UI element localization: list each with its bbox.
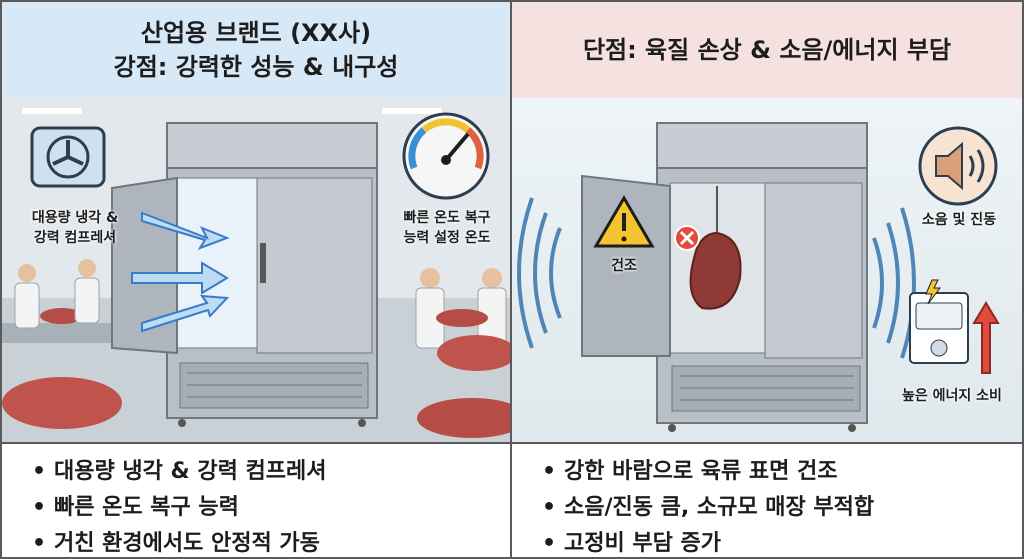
strength-title-line2: 강점: 강력한 성능 & 내구성 [113, 53, 399, 81]
list-item-text: 대용량 냉각 & 강력 컴프레셔 [54, 459, 327, 484]
cross-icon [674, 225, 700, 251]
compressor-fan-icon [30, 126, 106, 188]
gauge-label-line2: 능력 설정 온도 [403, 230, 491, 246]
temperature-gauge-icon [402, 112, 490, 200]
list-item: • 대용량 냉각 & 강력 컴프레셔 [32, 454, 510, 490]
speaker-icon [918, 126, 998, 206]
list-item-text: 강한 바람으로 육류 표면 건조 [564, 459, 838, 484]
bullet-dot: • [32, 495, 47, 520]
weakness-bullet-list: • 강한 바람으로 육류 표면 건조 • 소음/진동 큼, 소규모 매장 부적합 •… [512, 442, 1022, 557]
strength-illustration: 대용량 냉각 & 강력 컴프레셔 빠른 온도 복구 능력 설정 온도 [2, 98, 510, 442]
strength-panel: 산업용 브랜드 (XX사) 강점: 강력한 성능 & 내구성 [0, 0, 512, 559]
compressor-label-line1: 대용량 냉각 & [31, 210, 119, 226]
list-item: • 거친 환경에서도 안정적 가동 [32, 526, 510, 557]
meat-slab-left [2, 377, 122, 429]
worker-right [415, 268, 507, 349]
compressor-label-line2: 강력 컴프레셔 [33, 230, 117, 246]
weakness-header: 단점: 육질 손상 & 소음/에너지 부담 [512, 2, 1022, 100]
bullet-dot: • [32, 459, 47, 484]
energy-label: 높은 에너지 소비 [902, 388, 1002, 404]
arrow-up-icon [972, 301, 1000, 374]
weakness-illustration: 건조 소음 및 진동 높은 에너지 소비 [512, 98, 1022, 442]
bullet-dot: • [542, 531, 557, 556]
list-item-text: 고정비 부담 증가 [564, 531, 721, 556]
list-item: • 소음/진동 큼, 소규모 매장 부적합 [542, 490, 1022, 526]
bullet-dot: • [542, 495, 557, 520]
fridge-problems-illustration [517, 122, 1000, 432]
meat-slab-right [437, 335, 510, 371]
list-item-text: 빠른 온도 복구 능력 [54, 495, 239, 520]
strength-title-line1: 산업용 브랜드 (XX사) [140, 19, 372, 47]
strength-bullet-list: • 대용량 냉각 & 강력 컴프레셔 • 빠른 온도 복구 능력 • 거친 환경에서도… [2, 442, 510, 557]
weakness-title: 단점: 육질 손상 & 소음/에너지 부담 [582, 36, 952, 64]
energy-meter-icon [909, 279, 969, 364]
list-item-text: 소음/진동 큼, 소규모 매장 부적합 [564, 495, 875, 520]
weakness-panel: 단점: 육질 손상 & 소음/에너지 부담 [512, 0, 1024, 559]
dry-label: 건조 [611, 258, 637, 274]
worker-left [14, 259, 100, 329]
dried-meat-icon [689, 186, 742, 310]
bullet-dot: • [32, 531, 47, 556]
airflow-arrow-icon [131, 211, 230, 333]
gauge-label: 빠른 온도 복구 능력 설정 온도 [388, 208, 506, 248]
gauge-label-line1: 빠른 온도 복구 [403, 210, 491, 226]
list-item: • 고정비 부담 증가 [542, 526, 1022, 557]
kitchen-fridge-illustration [2, 98, 510, 442]
commercial-fridge [111, 122, 378, 427]
vibration-waves-left [517, 197, 562, 349]
vibration-waves-right [872, 207, 916, 359]
noise-label: 소음 및 진동 [921, 212, 997, 228]
bullet-dot: • [542, 459, 557, 484]
list-item: • 빠른 온도 복구 능력 [32, 490, 510, 526]
strength-header: 산업용 브랜드 (XX사) 강점: 강력한 성능 & 내구성 [2, 2, 510, 100]
list-item-text: 거친 환경에서도 안정적 가동 [54, 531, 320, 556]
compressor-label: 대용량 냉각 & 강력 컴프레셔 [20, 208, 130, 248]
list-item: • 강한 바람으로 육류 표면 건조 [542, 454, 1022, 490]
warning-icon [593, 195, 655, 248]
